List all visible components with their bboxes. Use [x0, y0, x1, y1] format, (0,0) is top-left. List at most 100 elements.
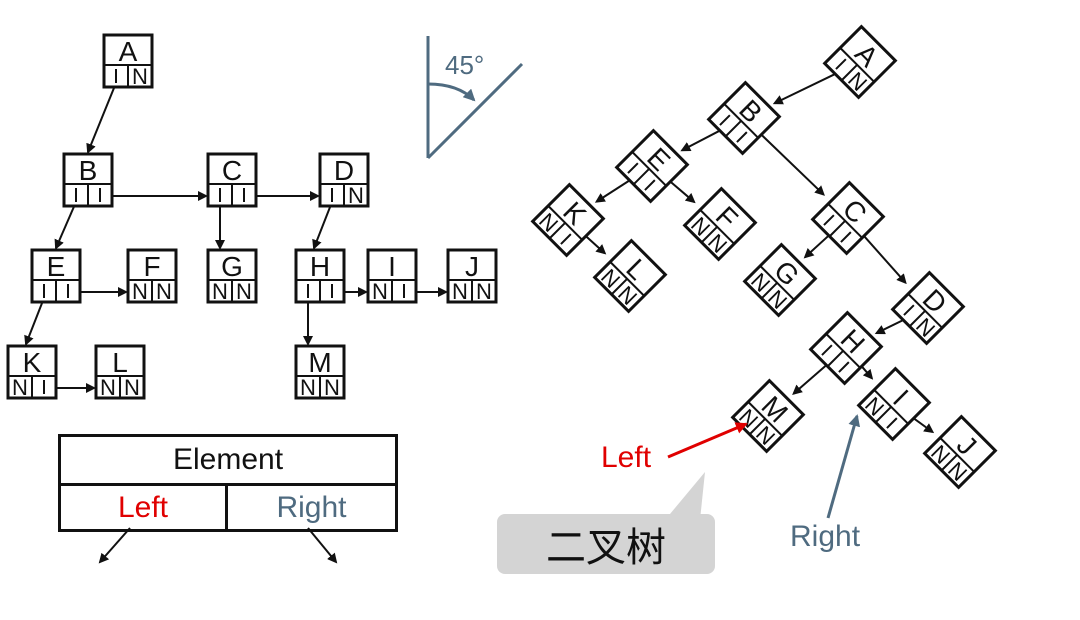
right-null-marker: N: [132, 64, 148, 89]
node-label: H: [310, 251, 330, 282]
sibling-tree-node-b: B: [62, 152, 114, 208]
node-label: D: [334, 155, 354, 186]
binary-edge-i-j: [911, 416, 935, 434]
left-null-marker: N: [372, 279, 388, 304]
angle-label: 45°: [445, 50, 484, 80]
binary-edge-e-f: [668, 179, 696, 204]
sibling-tree-node-i: IN: [366, 248, 418, 304]
angle-diagonal-line: [426, 62, 524, 160]
left-pointer-tick: [903, 304, 915, 316]
edge-e-k: [24, 297, 45, 346]
node-split: [908, 310, 926, 328]
node-split: [748, 418, 766, 436]
node-split: [632, 168, 650, 186]
right-pointer-tick: [838, 361, 850, 373]
node-label: C: [222, 155, 242, 186]
binary-edge-h-m: [792, 361, 831, 395]
legend-left-cell: Left: [61, 486, 228, 529]
node-label: E: [47, 251, 66, 282]
binary-edge-a-b: [772, 70, 841, 105]
node-split: [940, 454, 958, 472]
left-annotation-label: Left: [601, 441, 652, 474]
left-annotation-arrow: [667, 422, 748, 459]
annotations: Left Right: [601, 414, 861, 553]
binary-tree-node-h: H: [808, 310, 884, 386]
sibling-tree-node-a: AN: [102, 33, 154, 89]
binary-tree-node-a: AN: [822, 24, 898, 100]
binary-edge-c-g: [803, 232, 833, 259]
right-pointer-tick: [560, 233, 572, 245]
right-null-marker: N: [348, 183, 364, 208]
node-split: [548, 222, 566, 240]
legend-arrows: [98, 527, 338, 564]
right-pointer-tick: [736, 131, 748, 143]
sibling-tree-node-d: DN: [318, 152, 370, 208]
edge-a-b: [86, 82, 117, 154]
binary-tree-node-l: LNN: [592, 238, 668, 314]
legend-element-cell: Element: [61, 437, 395, 486]
node-label: F: [143, 251, 160, 282]
binary-tree-node-m: MNN: [730, 378, 806, 454]
binary-edge-k-l: [583, 234, 607, 255]
right-pointer-tick: [840, 231, 852, 243]
left-pointer-tick: [719, 114, 731, 126]
binary-tree-node-j: JNN: [922, 414, 998, 490]
binary-tree-callout: 二叉树: [497, 514, 715, 574]
node-label: M: [308, 347, 331, 378]
right-annotation-label: Right: [790, 520, 861, 553]
left-pointer-tick: [835, 58, 847, 70]
left-pointer-tick: [627, 162, 639, 174]
binary-tree-node-f: FNN: [682, 186, 758, 262]
node-label: L: [112, 347, 128, 378]
left-null-marker: N: [212, 279, 228, 304]
right-null-marker: N: [324, 375, 340, 400]
left-null-marker: N: [452, 279, 468, 304]
binary-tree-node-b: B: [706, 80, 782, 156]
legend-left-arrow: [98, 527, 131, 564]
binary-tree-node-k: KN: [530, 182, 606, 258]
node-label: G: [221, 251, 243, 282]
edge-d-h: [312, 201, 333, 250]
legend-right-cell: Right: [276, 490, 347, 524]
legend-right-arrow: [307, 527, 338, 564]
right-pointer-tick: [644, 179, 656, 191]
node-split: [840, 64, 858, 82]
edge-b-e: [54, 201, 77, 250]
sibling-tree-node-h: H: [294, 248, 346, 304]
left-null-marker: N: [300, 375, 316, 400]
binary-edge-b-c: [759, 132, 825, 196]
left-null-marker: N: [12, 375, 28, 400]
right-pointer-tick: [886, 417, 898, 429]
right-null-marker: N: [476, 279, 492, 304]
callout-pointer: [665, 472, 705, 520]
node-split: [610, 278, 628, 296]
node-structure-legend: Element Left Right: [58, 434, 398, 532]
node-label: B: [79, 155, 98, 186]
left-null-marker: N: [100, 375, 116, 400]
binary-edge-b-e: [680, 127, 725, 152]
rotation-angle-indicator: 45°: [426, 36, 524, 160]
right-null-marker: N: [156, 279, 172, 304]
node-label: I: [388, 251, 396, 282]
node-split: [760, 282, 778, 300]
binary-tree-node-e: E: [614, 128, 690, 204]
left-null-marker: N: [132, 279, 148, 304]
binary-tree-node-d: DN: [890, 270, 966, 346]
node-split: [874, 406, 892, 424]
left-pointer-tick: [821, 344, 833, 356]
node-label: K: [23, 347, 42, 378]
node-label: J: [465, 251, 479, 282]
node-split: [700, 226, 718, 244]
binary-edge-e-k: [594, 177, 635, 203]
right-annotation-arrow: [826, 414, 861, 519]
binary-tree-node-c: C: [810, 180, 886, 256]
